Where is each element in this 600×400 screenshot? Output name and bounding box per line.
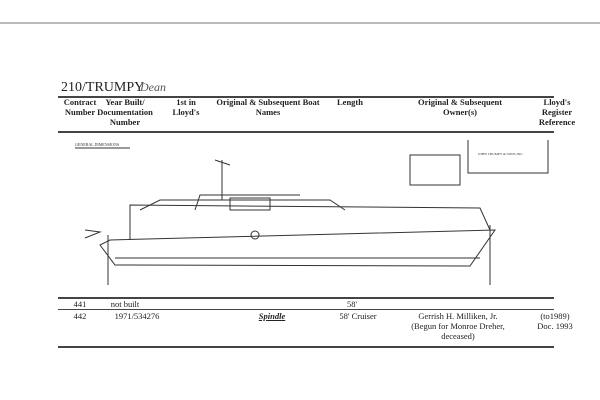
lloyds-ref: (to1989)Doc. 1993 bbox=[537, 311, 573, 331]
year-doc: 1971/534276 bbox=[114, 311, 160, 321]
header-bottom-rule bbox=[58, 131, 554, 133]
title-block bbox=[467, 140, 549, 174]
contract-number: 442 bbox=[73, 311, 87, 321]
length: 58' bbox=[346, 299, 358, 309]
page-title: 210/TRUMPY bbox=[61, 80, 145, 95]
contract-number: 441 bbox=[73, 299, 87, 309]
header-top-rule bbox=[58, 96, 554, 98]
row-rule bbox=[58, 297, 554, 299]
boat-profile-drawing: GENERAL DIMENSIONS JOHN TRUMPY & SONS IN… bbox=[75, 140, 549, 285]
drawing-label: GENERAL DIMENSIONS bbox=[75, 142, 119, 147]
header-length: Length bbox=[337, 97, 363, 107]
boat-name: Spindle bbox=[258, 311, 286, 321]
handwritten-signature: Dean bbox=[140, 80, 166, 94]
year-doc: not built bbox=[110, 299, 140, 309]
builder-label: JOHN TRUMPY & SONS INC. bbox=[478, 152, 524, 156]
row-rule bbox=[58, 309, 554, 310]
hull bbox=[99, 229, 496, 267]
owners: Gerrish H. Milliken, Jr.(Begun for Monro… bbox=[411, 311, 505, 341]
length: 58' Cruiser bbox=[339, 311, 377, 321]
scan-edge-line bbox=[0, 22, 600, 24]
table-bottom-rule bbox=[58, 346, 554, 348]
